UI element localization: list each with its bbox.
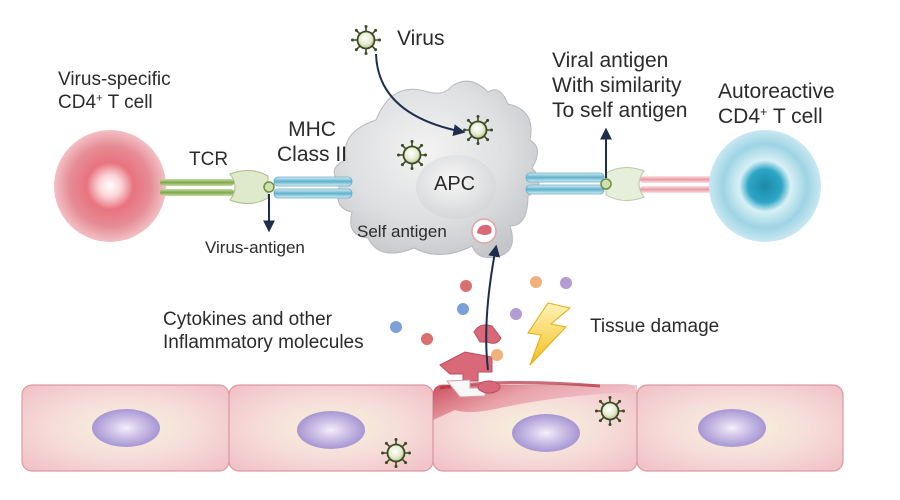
nucleus (92, 409, 160, 447)
label-virus-antigen: Virus-antigen (205, 238, 305, 257)
label-apc: APC (434, 173, 476, 195)
self-antigen-vesicle (471, 218, 497, 244)
label-self-antigen: Self antigen (357, 222, 447, 241)
virus-specific-t-cell (54, 130, 166, 242)
label-viral-antigen: Viral antigen With similarity To self an… (552, 49, 688, 123)
mhc-left (273, 176, 353, 199)
label-tcr: TCR (189, 149, 229, 170)
tissue-fragments (439, 324, 502, 398)
label-cytokines: Cytokines and other Inflammatory molecul… (163, 309, 364, 353)
virus-icon (380, 437, 412, 469)
tcr-right (600, 167, 714, 201)
nucleus (297, 411, 365, 449)
arrow-icon (485, 244, 501, 371)
arrow-icon (375, 53, 466, 136)
virus-icon (396, 139, 428, 171)
label-virus: Virus (397, 27, 445, 50)
virus-icon (350, 24, 382, 56)
virus-icon (594, 395, 626, 427)
label-autoreactive: Autoreactive CD4+ T cell (718, 80, 835, 129)
label-tissue-damage: Tissue damage (590, 316, 720, 337)
label-mhc: MHC Class II (277, 118, 348, 167)
tcr-left (160, 170, 275, 204)
arrows (263, 53, 612, 371)
epithelial-layer (21, 380, 844, 472)
autoreactive-t-cell (709, 130, 821, 242)
mhc-right (525, 172, 605, 195)
nucleus (512, 414, 580, 452)
virus-icon (462, 114, 494, 146)
cytokines (390, 276, 572, 361)
label-virus-specific: Virus-specific CD4+ T cell (58, 69, 171, 113)
apc-nucleus (416, 155, 496, 219)
nucleus (698, 409, 766, 447)
lightning-icon (527, 302, 572, 366)
